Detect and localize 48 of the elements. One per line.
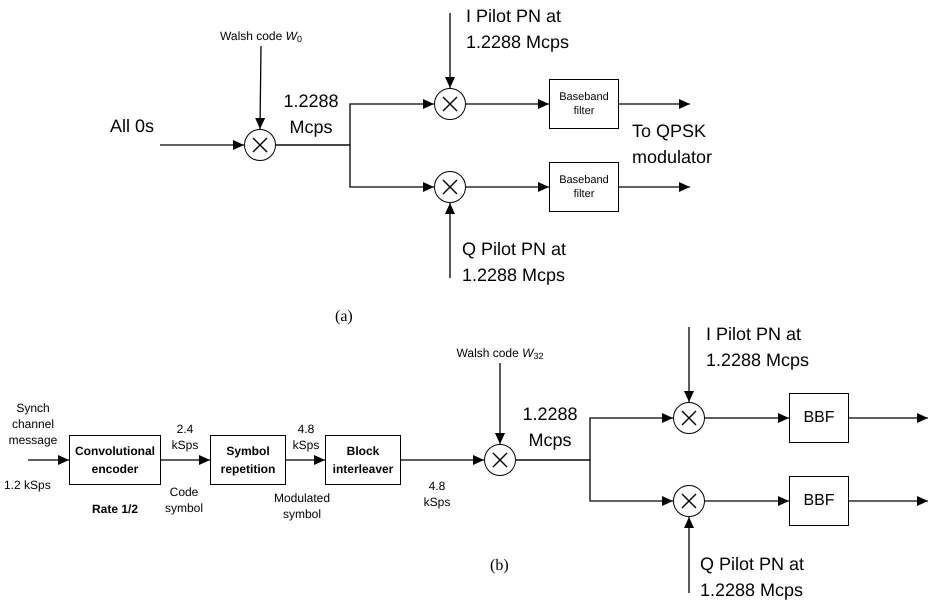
signal-label: To QPSK modulator — [632, 120, 714, 169]
signal-label: Rate 1/2 — [90, 501, 140, 518]
arrow — [466, 99, 549, 109]
arrow — [466, 182, 549, 192]
arrow — [684, 327, 694, 402]
arrow — [849, 496, 928, 506]
signal-label: 2.4 kSps — [170, 421, 200, 453]
signal-label: I Pilot PN at 1.2288 Mcps — [706, 323, 810, 372]
arrow — [160, 140, 244, 150]
arrow — [401, 455, 484, 465]
subfigure-label: (b) — [490, 556, 510, 576]
signal-label: 1.2288 Mcps — [282, 90, 340, 139]
process-box: Block interleaver — [325, 435, 401, 485]
arrow — [619, 182, 690, 192]
arrow — [849, 413, 928, 423]
subfigure-label: (a) — [335, 307, 354, 327]
signal-label: Q Pilot PN at 1.2288 Mcps — [700, 553, 806, 600]
arrow — [161, 455, 210, 465]
process-box: Baseband filter — [549, 79, 619, 129]
process-box: BBF — [789, 393, 849, 443]
process-box: Symbol repetition — [210, 435, 286, 485]
signal-label: Modulated symbol — [272, 490, 332, 522]
arrow — [619, 99, 690, 109]
arrow — [255, 46, 266, 129]
arrow — [684, 517, 694, 593]
input-label: Walsh code W$_{0}$ — [205, 26, 317, 46]
signal-label: 4.8 kSps — [292, 421, 320, 453]
signal-label: 1.2 kSps — [4, 477, 52, 494]
arrow — [276, 144, 434, 192]
signal-label: 4.8 kSps — [422, 478, 452, 510]
arrow — [286, 455, 325, 465]
input-label: Walsh code W$_{32}$ — [441, 343, 559, 363]
signal-label: Synch channel message — [8, 400, 58, 448]
arrow — [445, 13, 455, 88]
signal-label: 1.2288 Mcps — [521, 403, 579, 452]
process-box: BBF — [789, 476, 849, 526]
arrow — [445, 203, 455, 278]
process-box: Baseband filter — [549, 162, 619, 212]
signal-label: Q Pilot PN at 1.2288 Mcps — [462, 238, 568, 287]
arrow — [28, 455, 69, 465]
arrow — [705, 496, 789, 506]
signal-label: I Pilot PN at 1.2288 Mcps — [466, 5, 570, 54]
signal-label: Code symbol — [164, 484, 204, 516]
process-box: Convolutional encoder — [69, 435, 161, 485]
arrow — [495, 363, 505, 444]
arrow — [705, 413, 789, 423]
arrow — [516, 459, 673, 506]
signal-label: All 0s — [110, 115, 156, 138]
